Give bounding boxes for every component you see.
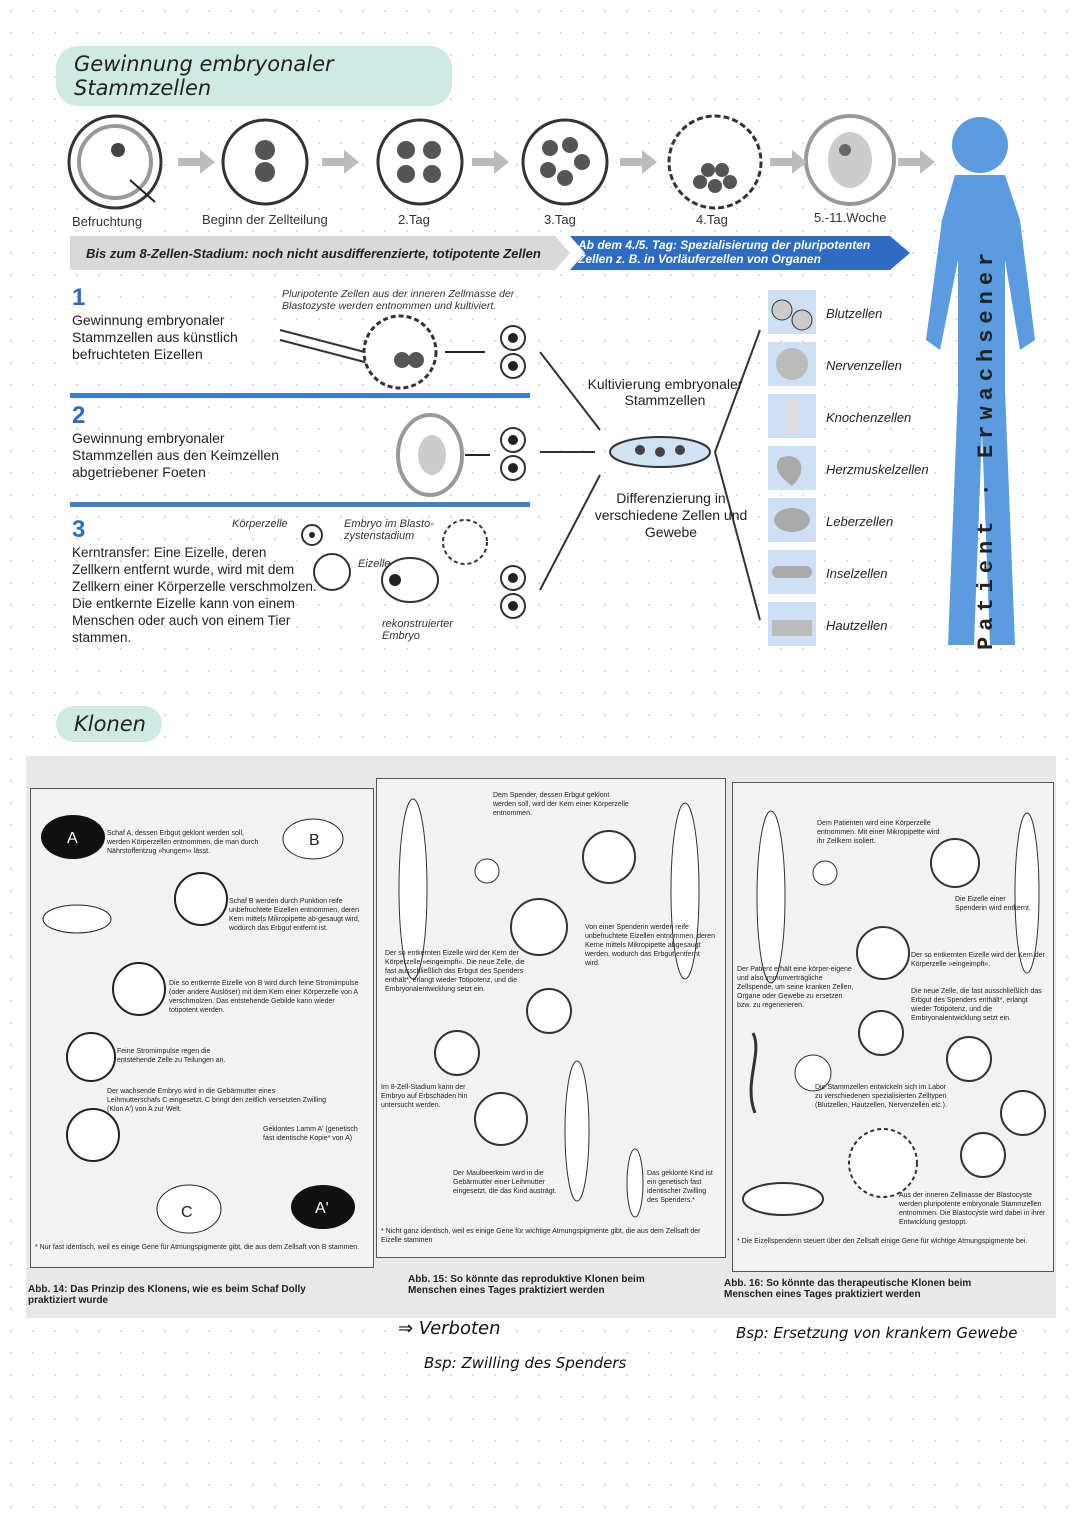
- caption-abb15: Abb. 15: So könnte das reproduktive Klon…: [408, 1274, 645, 1296]
- method-1-note: Pluripotente Zellen aus der inneren Zell…: [282, 288, 515, 312]
- stage-label-2: 2.Tag: [398, 212, 430, 227]
- repro-step-2: Der so entkernten Eizelle wird der Kern …: [385, 950, 525, 993]
- panel-dolly: A B C A' Schaf A, dessen Erbgut geklont …: [30, 788, 374, 1268]
- note-ersetzung: Bsp: Ersetzung von krankem Gewebe: [736, 1324, 1018, 1342]
- thera-step-6: Die Stammzellen entwickeln sich im Labor…: [815, 1084, 947, 1109]
- stage-label-4: 4.Tag: [696, 212, 728, 227]
- thera-step-4: Der so entkernten Eizelle wird der Kern …: [911, 952, 1045, 968]
- svg-text:A: A: [67, 830, 78, 847]
- stage-teilung-cell: [221, 118, 309, 206]
- thera-step-1: Dem Patienten wird eine Körperzelle entn…: [817, 820, 940, 845]
- repro-step-6: Das geklonte Kind ist ein genetisch fast…: [647, 1170, 713, 1204]
- method-3-number: 3: [72, 516, 86, 543]
- cell-type-herzmuskelzellen: Herzmuskelzellen: [826, 462, 929, 477]
- svg-text:C: C: [181, 1204, 193, 1221]
- stage-arrows: [178, 150, 935, 174]
- method2-visual: [396, 413, 526, 497]
- panel-reproductive-drawing: [398, 798, 700, 1218]
- dolly-step-2: Schaf B werden durch Punktion reife unbe…: [229, 898, 360, 932]
- thera-footnote: * Die Eizellspenderin steuert über den Z…: [737, 1238, 1028, 1245]
- patient-label: Patient · Erwachsener: [974, 247, 999, 650]
- dolly-step-3: Die so entkernte Eizelle von B wird durc…: [169, 980, 359, 1014]
- differentiation-label: Differenzierung in verschiedene Zellen u…: [594, 490, 748, 540]
- method-separator-2: [70, 502, 530, 507]
- dolly-step-4: Feine Stromimpulse regen die entstehende…: [117, 1048, 226, 1064]
- culture-label: Kultivierung embryonaler Stammzellen: [587, 376, 743, 408]
- repro-step-4: Im 8-Zell-Stadium kann der Embryo auf Er…: [381, 1084, 468, 1109]
- dolly-step-1: Schaf A, dessen Erbgut geklont werden so…: [107, 830, 259, 855]
- dolly-step-5: Der wachsende Embryo wird in die Gebärmu…: [107, 1088, 327, 1113]
- method-2-number: 2: [72, 402, 86, 429]
- band-right: [570, 236, 910, 270]
- method-separator-1: [70, 393, 530, 398]
- method-2: 2 Gewinnung embryonaler Stammzellen aus …: [72, 402, 302, 481]
- panel-therapeutic: Dem Patienten wird eine Körperzelle entn…: [732, 782, 1054, 1272]
- band-right-text: Ab dem 4./5. Tag: Spezialisierung der pl…: [578, 238, 871, 266]
- stage-label-0: Befruchtung: [72, 214, 142, 229]
- caption-abb14: Abb. 14: Das Prinzip des Klonens, wie es…: [28, 1284, 306, 1306]
- stage-tag4-cell: [667, 114, 763, 210]
- stage-tag2-cell: [376, 118, 464, 206]
- note-verboten: ⇒ Verboten: [398, 1318, 501, 1339]
- stage-befruchtung-cell: [67, 114, 163, 210]
- section-title-stem-cells: Gewinnung embryonaler Stammzellen: [56, 46, 452, 106]
- repro-step-5: Der Maulbeerkeim wird in die Gebärmutter…: [453, 1170, 557, 1195]
- patient-silhouette: [926, 117, 1035, 645]
- panel-reproductive: Dem Spender, dessen Erbgut geklont werde…: [376, 778, 726, 1258]
- method-3-label-embryo: Embryo im Blasto-zystenstadium: [344, 518, 434, 542]
- dolly-footnote: * Nur fast identisch, weil es einige Gen…: [35, 1244, 360, 1251]
- cell-type-leberzellen: Leberzellen: [826, 514, 894, 529]
- method-3-label-eizelle: Eizelle: [358, 558, 391, 570]
- method1-visual: [279, 314, 526, 390]
- band-left-text: Bis zum 8-Zellen-Stadium: noch nicht aus…: [86, 246, 541, 261]
- section-title-klonen: Klonen: [56, 706, 162, 742]
- method3-visual: [301, 519, 526, 619]
- svg-text:B: B: [309, 832, 320, 849]
- thera-step-2: Die Eizelle einer Spenderin wird entkern…: [955, 896, 1031, 912]
- cloning-figure: A B C A' Schaf A, dessen Erbgut geklont …: [26, 756, 1056, 1318]
- cell-type-icons: [768, 290, 816, 646]
- svg-text:A': A': [315, 1200, 329, 1217]
- method-3-label-koerperzelle: Körperzelle: [232, 518, 288, 530]
- method-3-text: Kerntransfer: Eine Eizelle, deren Zellke…: [72, 545, 317, 645]
- thera-step-3: Der Patient erhält eine körper-eigene un…: [737, 966, 854, 1009]
- band-left: [70, 236, 570, 270]
- repro-footnote: * Nicht ganz identisch, weil es einige G…: [381, 1228, 701, 1244]
- stage-label-1: Beginn der Zellteilung: [202, 212, 328, 227]
- method-1-number: 1: [72, 284, 86, 311]
- method-1: 1 Gewinnung embryonaler Stammzellen aus …: [72, 284, 272, 363]
- repro-step-1: Dem Spender, dessen Erbgut geklont werde…: [493, 792, 629, 817]
- method-1-text: Gewinnung embryonaler Stammzellen aus kü…: [72, 312, 238, 362]
- method-3: 3 Kerntransfer: Eine Eizelle, deren Zell…: [72, 516, 317, 646]
- dolly-step-6: Geklontes Lamm A' (genetisch fast identi…: [263, 1126, 358, 1142]
- note-zwilling: Bsp: Zwilling des Spenders: [424, 1354, 627, 1372]
- panel-dolly-drawing: A B C A': [41, 815, 355, 1234]
- cell-type-blutzellen: Blutzellen: [826, 306, 883, 321]
- method-3-label-rekonstruiert: rekonstruierter Embryo: [382, 618, 453, 642]
- stage-woche-embryo: [804, 114, 896, 206]
- stage-label-3: 3.Tag: [544, 212, 576, 227]
- stem-cell-diagram: Befruchtung Beginn der Zellteilung 2.Tag…: [67, 114, 1035, 650]
- stage-label-5: 5.-11.Woche: [814, 210, 887, 225]
- thera-step-7: Aus der inneren Zellmasse der Blastocyst…: [899, 1192, 1046, 1226]
- thera-step-5: Die neue Zelle, die fast ausschließlich …: [911, 988, 1042, 1022]
- method-2-text: Gewinnung embryonaler Stammzellen aus de…: [72, 430, 279, 480]
- culture-arrows: [539, 329, 761, 621]
- cell-type-list: Blutzellen Nervenzellen Knochenzellen He…: [826, 306, 929, 670]
- stage-tag3-cell: [521, 118, 609, 206]
- caption-abb16: Abb. 16: So könnte das therapeutische Kl…: [724, 1278, 972, 1300]
- cell-type-nervenzellen: Nervenzellen: [826, 358, 902, 373]
- cell-type-knochenzellen: Knochenzellen: [826, 410, 912, 425]
- cell-type-inselzellen: Inselzellen: [826, 566, 888, 581]
- panel-therapeutic-drawing: [742, 810, 1046, 1216]
- petri-dish: [609, 436, 711, 468]
- cell-type-hautzellen: Hautzellen: [826, 618, 888, 633]
- repro-step-3: Von einer Spenderin werden reife unbefru…: [585, 924, 715, 967]
